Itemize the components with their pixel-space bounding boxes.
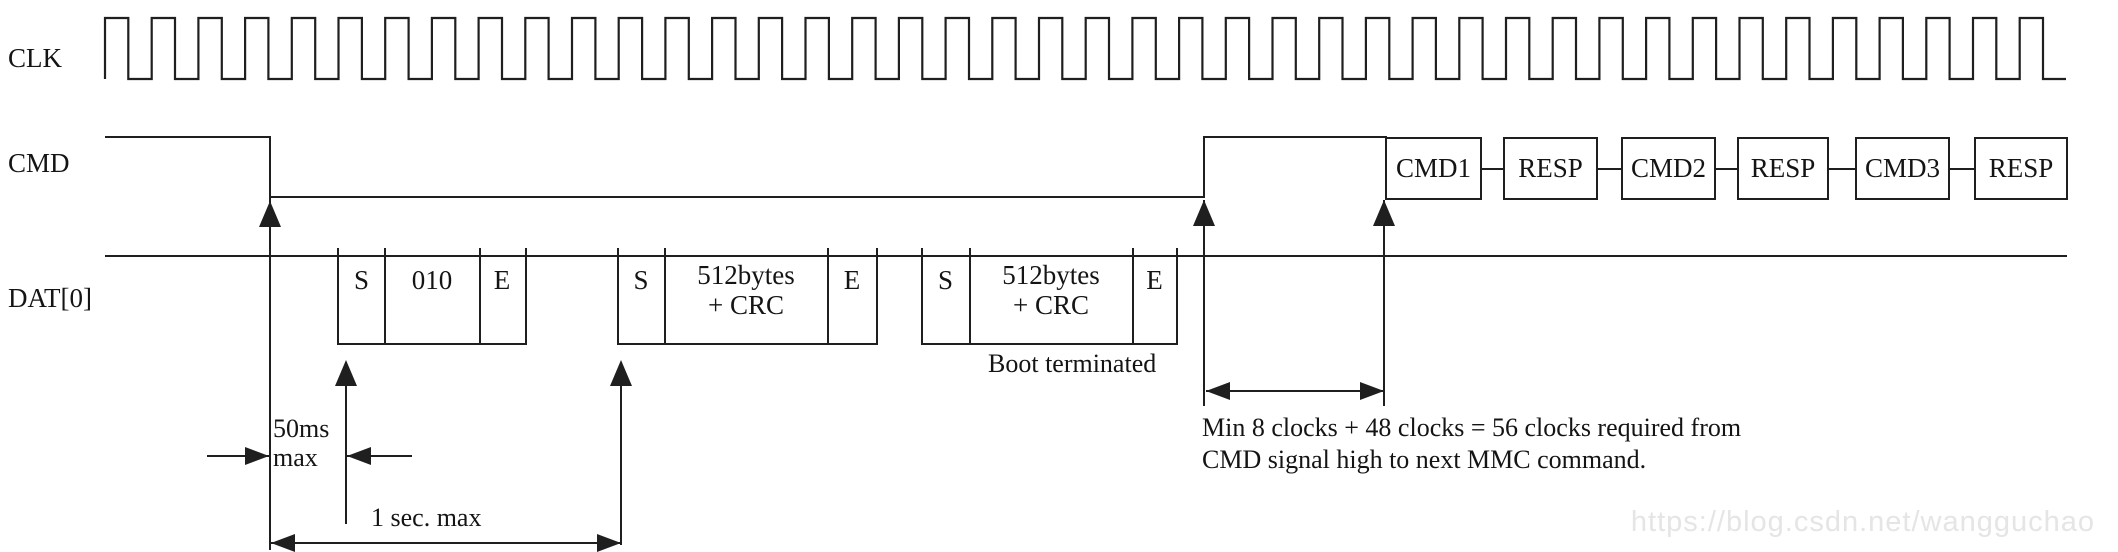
dat-cell-boot-data-line2: + CRC: [707, 290, 784, 320]
dim-50ms-right-stem: [347, 455, 412, 457]
marker-line-cmd-rise: [1203, 200, 1205, 406]
cmd-high-line-right: [1203, 136, 1387, 138]
up-arrow-boot-ack-icon: [335, 360, 357, 386]
cmd-low-line: [269, 196, 1205, 198]
dat-cell-start: S: [353, 265, 370, 295]
dat-cell-boot-data: 512bytes + CRC: [970, 260, 1132, 320]
marker-line-boot-ack-start: [345, 362, 347, 524]
cmd-box-connector: [1829, 168, 1855, 170]
dat-frame-bottom: [617, 343, 878, 345]
dim-min-clocks-stem: [1206, 390, 1384, 392]
marker-line-first-command: [1383, 200, 1385, 406]
dat-cell-boot-data-line2: + CRC: [1012, 290, 1089, 320]
dat-cell-start: S: [937, 265, 954, 295]
up-arrow-first-command-icon: [1373, 200, 1395, 226]
dat-cell-boot-data-line1: 512bytes: [697, 260, 795, 290]
label-50ms-max: max: [273, 443, 318, 472]
dat-cell-separator: [969, 248, 971, 345]
watermark-url: https://blog.csdn.net/wangguchao: [1630, 506, 2095, 538]
up-arrow-cmd-fall-icon: [259, 201, 281, 227]
dat-frame-bottom: [921, 343, 1178, 345]
dim-50ms-left-stem: [207, 455, 269, 457]
cmd-box-label: RESP: [1750, 153, 1816, 183]
dim-min-clocks-right-arrowhead-icon: [1360, 382, 1384, 400]
dat-frame-edge: [337, 248, 339, 345]
up-arrow-boot-data-icon: [610, 360, 632, 386]
dat-cell-end: E: [493, 265, 511, 295]
dat-frame-edge: [921, 248, 923, 345]
cmd-box-label: CMD3: [1864, 153, 1940, 183]
dat-cell-boot-data-line1: 512bytes: [1002, 260, 1100, 290]
cmd-box-label: RESP: [1518, 153, 1583, 183]
dat-cell-separator: [384, 248, 386, 345]
dat-cell-start: S: [633, 265, 649, 295]
cmd-rise-edge: [1203, 137, 1205, 198]
dim-1sec-right-arrowhead-icon: [597, 534, 621, 552]
cmd-box-connector: [1716, 168, 1737, 170]
marker-line-boot-data-start: [620, 362, 622, 545]
marker-line-cmd-fall: [269, 137, 271, 550]
label-min-clocks-line1: Min 8 clocks + 48 clocks = 56 clocks req…: [1202, 413, 1742, 442]
cmd-box-cmd2: CMD2: [1621, 137, 1716, 200]
dat-frame-edge: [876, 248, 878, 345]
dat-cell-separator: [664, 248, 666, 345]
cmd-box-cmd3: CMD3: [1855, 137, 1950, 200]
cmd-box-cmd1: CMD1: [1385, 137, 1482, 200]
cmd-high-line-left: [105, 136, 271, 138]
dim-1sec-left-arrowhead-icon: [271, 534, 295, 552]
cmd-box-label: CMD2: [1630, 153, 1706, 183]
dat-cell-boot-data: 512bytes + CRC: [665, 260, 827, 320]
dat-frame-edge: [525, 248, 527, 345]
dim-1sec-stem: [271, 542, 621, 544]
cmd-box-label: RESP: [1988, 153, 2054, 183]
up-arrow-cmd-rise-icon: [1193, 200, 1215, 226]
cmd-box-label: CMD1: [1395, 153, 1471, 183]
dat-cell-end: E: [1146, 265, 1163, 295]
dim-50ms-right-arrowhead-icon: [245, 447, 269, 465]
label-1sec-max: 1 sec. max: [371, 503, 482, 532]
label-boot-terminated: Boot terminated: [988, 349, 1157, 378]
dim-min-clocks-left-arrowhead-icon: [1206, 382, 1230, 400]
dim-50ms-left-arrowhead-icon: [347, 447, 371, 465]
dat-cell-separator: [1132, 248, 1134, 345]
dat0-line: [105, 255, 2067, 257]
cmd-box-connector: [1598, 168, 1621, 170]
cmd-box-connector: [1482, 168, 1503, 170]
dat-cell-end: E: [843, 265, 861, 295]
cmd-box-resp1: RESP: [1503, 137, 1598, 200]
label-min-clocks-line2: CMD signal high to next MMC command.: [1202, 445, 1647, 474]
label-50ms: 50ms: [273, 414, 330, 443]
dat-cell-boot-ack: 010: [411, 265, 453, 295]
dat-cell-separator: [479, 248, 481, 345]
dat-frame-edge: [1176, 248, 1178, 345]
cmd-box-connector: [1950, 168, 1974, 170]
clk-signal-label: CLK: [8, 43, 62, 73]
dat-frame-bottom: [337, 343, 527, 345]
cmd-signal-label: CMD: [8, 148, 70, 178]
cmd-box-resp3: RESP: [1974, 137, 2068, 200]
dat-frame-edge: [617, 248, 619, 345]
cmd-box-resp2: RESP: [1737, 137, 1829, 200]
dat0-signal-label: DAT[0]: [8, 283, 92, 313]
dat-cell-separator: [827, 248, 829, 345]
